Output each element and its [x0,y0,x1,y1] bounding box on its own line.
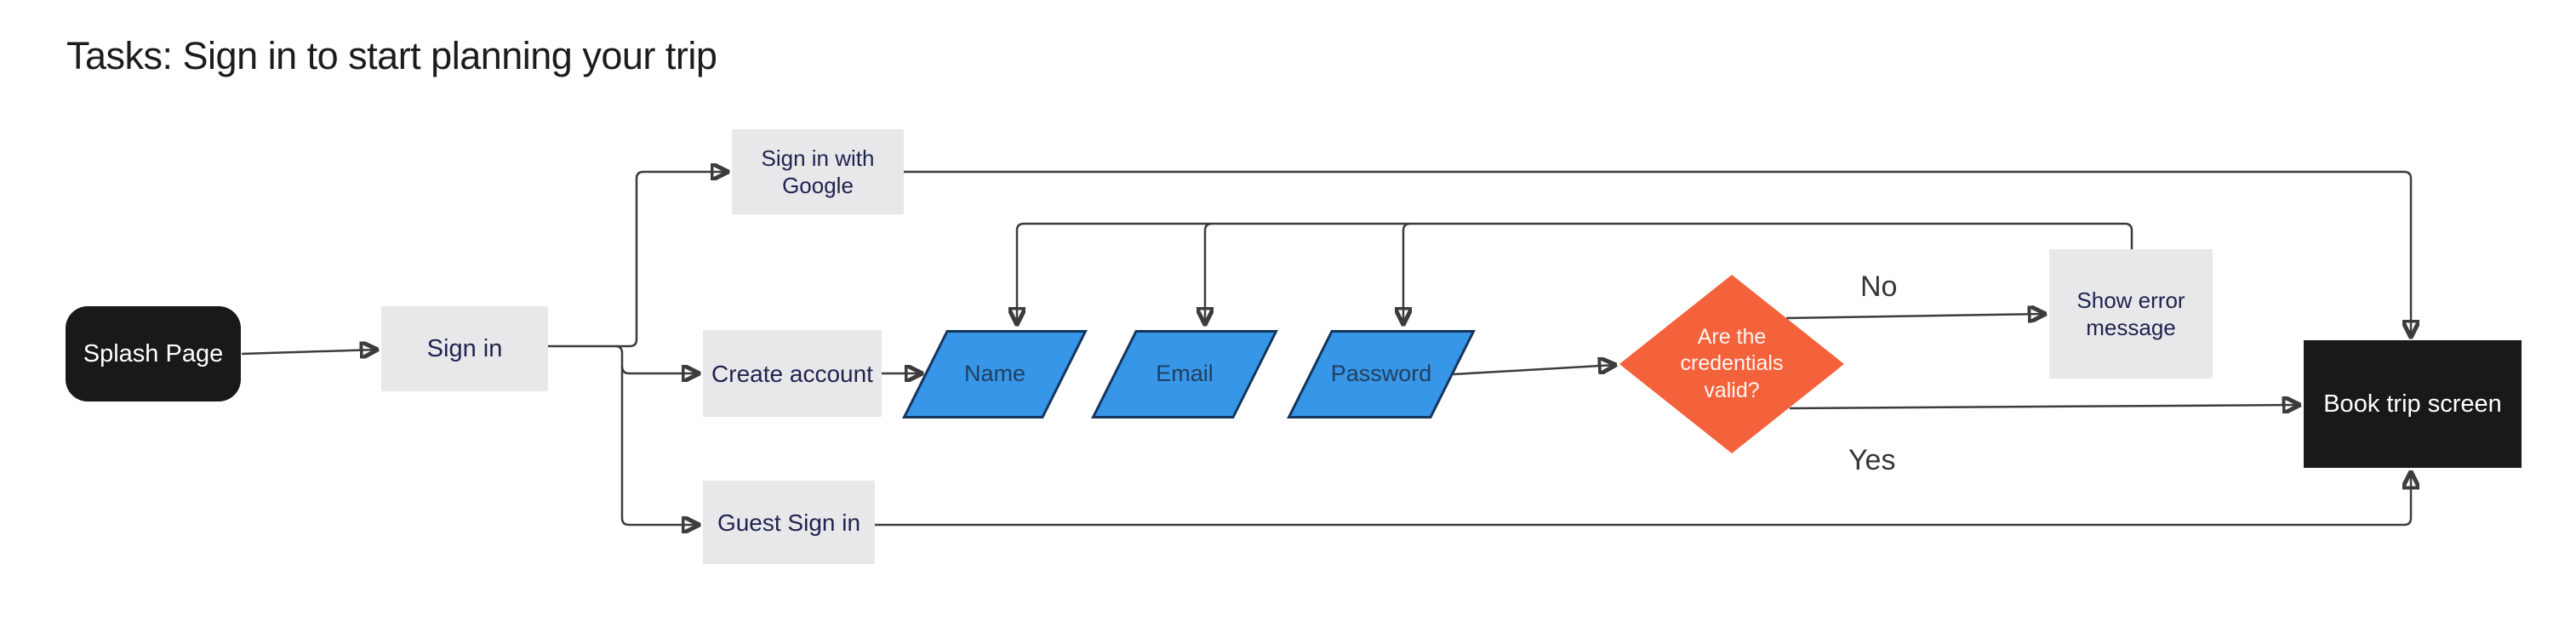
edge-error-feedback-to-name [1017,222,2133,324]
edge-signin-to-google [548,172,728,348]
edge-password-to-decision [1453,365,1615,376]
edge-google-to-book [904,170,2411,337]
credentials-valid-label: Are the credentials valid? [1680,325,1784,402]
sign-in-node[interactable]: Sign in [381,306,548,391]
email-input-label: Email [1156,361,1214,387]
show-error-message-node[interactable]: Show error message [2049,249,2213,379]
name-input-label: Name [963,361,1026,387]
name-input-node[interactable]: Name [902,330,1088,418]
password-parallelogram-shape [1287,330,1476,418]
edge-splash-to-signin [241,350,377,354]
edge-branch-to-create [620,366,699,373]
guest-sign-in-label: Guest Sign in [717,509,861,536]
sign-in-with-google-label: Sign in with Google [761,145,875,199]
create-account-label: Create account [711,360,873,387]
edge-decision-no-to-error [1785,314,2045,318]
name-parallelogram-shape [902,330,1088,418]
password-input-node[interactable]: Password [1287,330,1476,418]
email-input-node[interactable]: Email [1091,330,1278,418]
password-input-label: Password [1330,361,1432,387]
page-title: Tasks: Sign in to start planning your tr… [66,34,717,77]
edge-label-yes: Yes [1848,444,1896,476]
edge-decision-yes-to-book [1789,405,2299,408]
guest-sign-in-node[interactable]: Guest Sign in [703,481,875,564]
edge-label-no: No [1860,270,1898,303]
credentials-valid-decision-node[interactable]: Are the credentials valid? [1619,275,1844,453]
book-trip-screen-label: Book trip screen [2323,390,2502,418]
splash-page-label: Splash Page [83,339,224,367]
edge-error-feedback-to-email [1205,222,1212,324]
show-error-message-label: Show error message [2076,287,2185,341]
sign-in-with-google-node[interactable]: Sign in with Google [732,129,904,214]
email-parallelogram-shape [1091,330,1278,418]
edge-error-feedback-to-password [1403,222,1410,324]
sign-in-label: Sign in [426,334,503,362]
book-trip-screen-node[interactable]: Book trip screen [2304,340,2522,468]
splash-page-node[interactable]: Splash Page [66,306,241,401]
decision-diamond-shape [1619,275,1844,453]
edge-branch-to-guest [614,344,699,525]
edge-guest-to-book [875,472,2411,527]
create-account-node[interactable]: Create account [703,330,882,417]
